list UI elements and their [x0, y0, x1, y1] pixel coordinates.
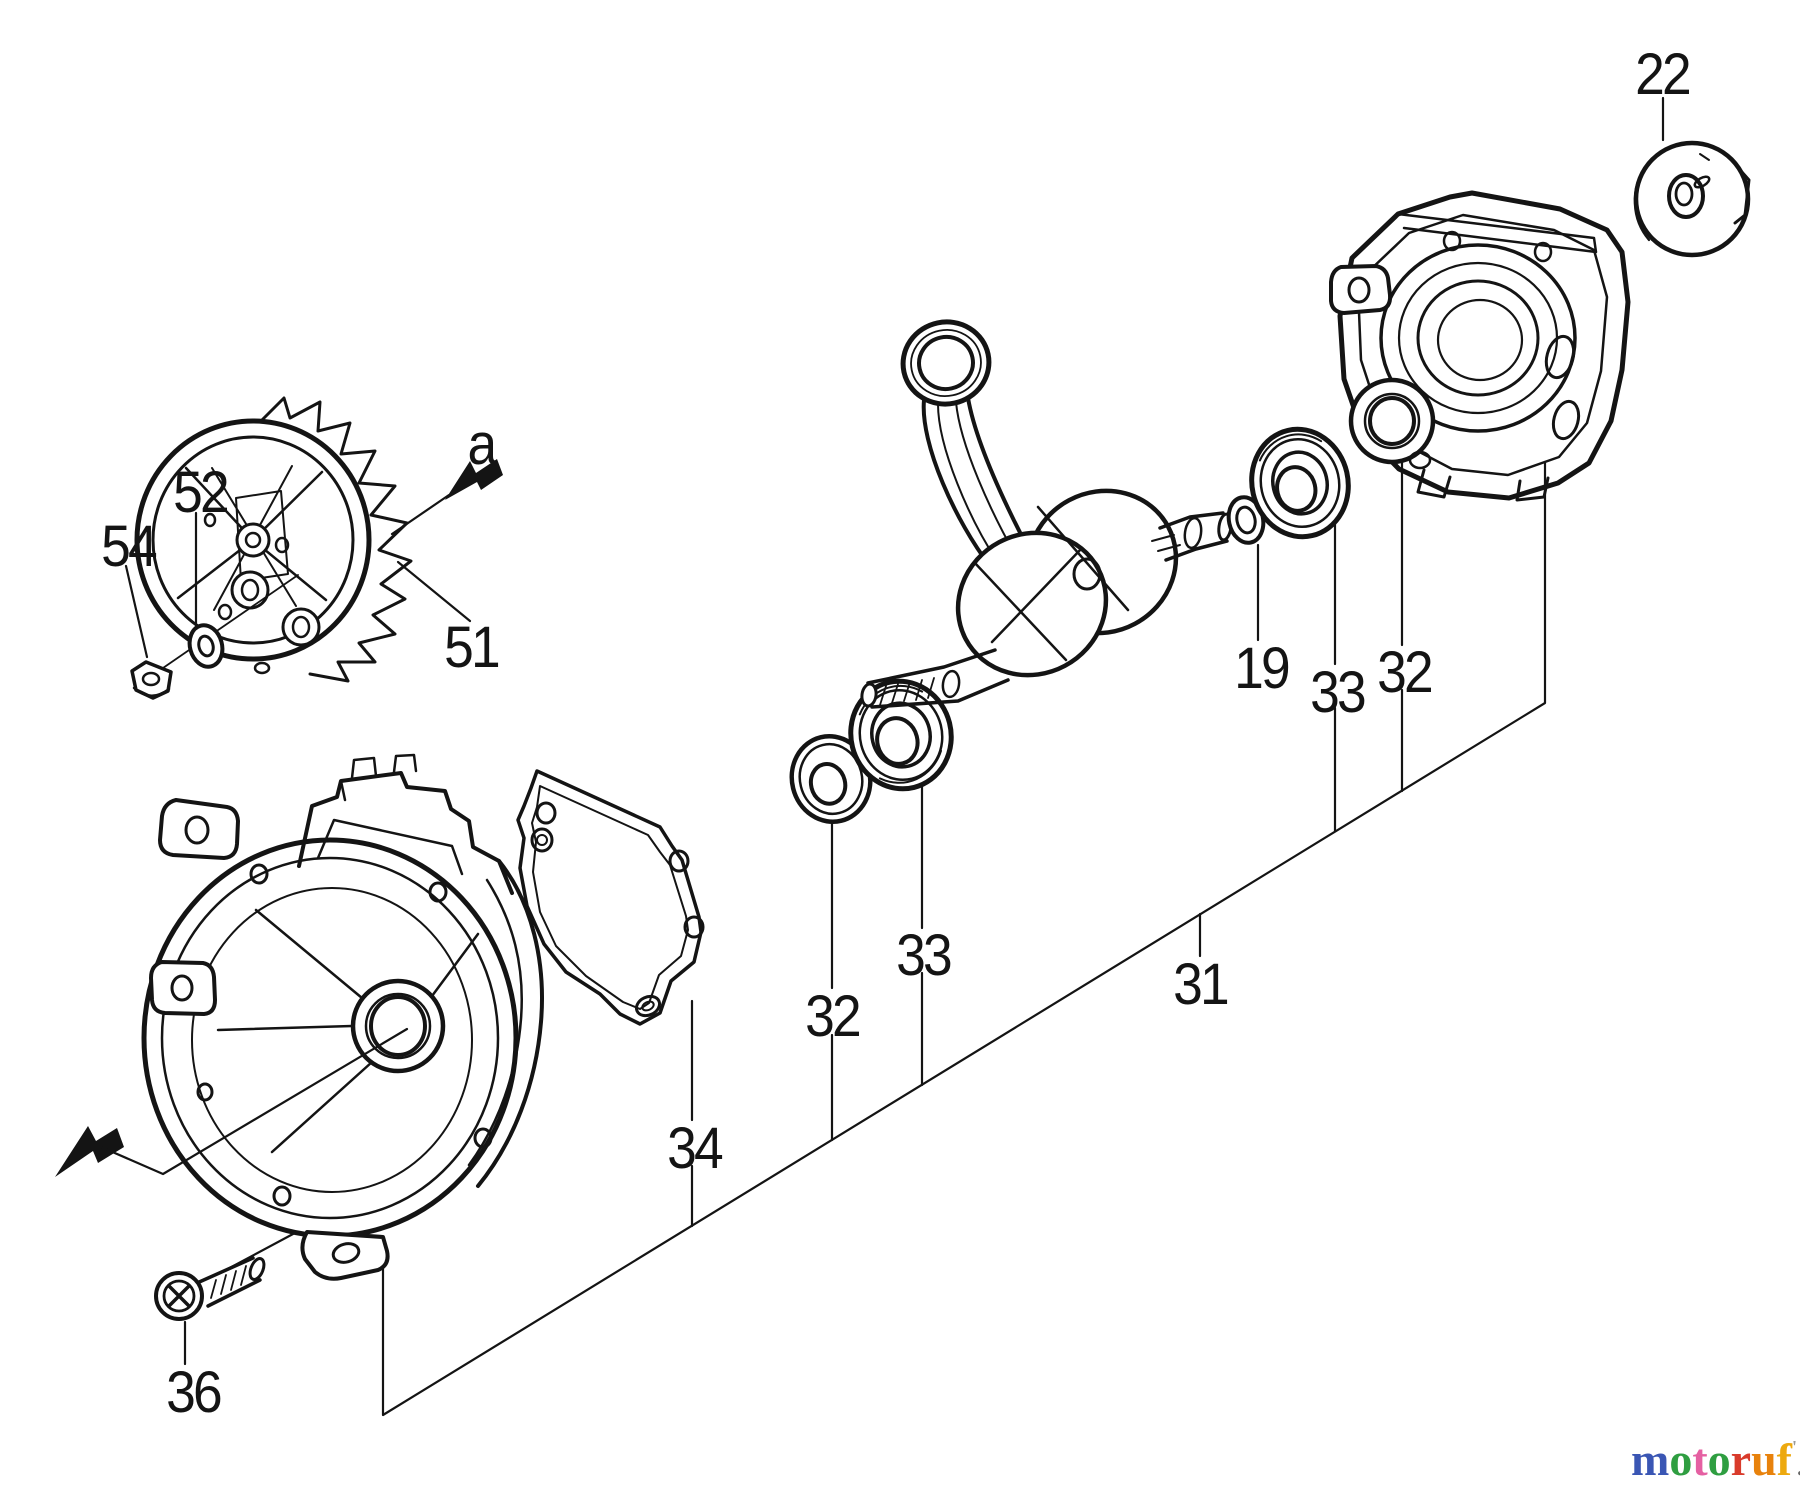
crankcase-gasket	[516, 769, 705, 1026]
view-arrow-a-icon	[445, 459, 503, 500]
callout-34: 34	[667, 1116, 724, 1181]
callout-54: 54	[101, 514, 158, 579]
ball-bearing-right	[1249, 426, 1351, 540]
left-crankcase-half	[141, 753, 544, 1281]
flywheel	[134, 396, 413, 683]
logo-letter: o	[1707, 1434, 1731, 1485]
logo-letter: u	[1751, 1434, 1777, 1485]
callout-36: 36	[166, 1360, 223, 1425]
flywheel-nut	[130, 660, 173, 700]
starter-cam	[1633, 140, 1751, 258]
callout-32-mid: 32	[805, 984, 862, 1049]
callout-33-mid: 33	[896, 923, 953, 988]
callout-view-a: a	[467, 412, 498, 477]
callout-33-right: 33	[1310, 660, 1367, 725]
callout-52: 52	[173, 460, 230, 525]
callout-32-right: 32	[1377, 640, 1434, 705]
logo-letter: f	[1776, 1434, 1792, 1485]
flange-bolt	[154, 1256, 266, 1321]
logo-letter: m	[1631, 1434, 1670, 1485]
callout-19: 19	[1234, 636, 1291, 701]
right-crankcase-half	[1329, 190, 1631, 502]
leader-lines	[99, 96, 1665, 1417]
flywheel-washer	[187, 623, 225, 669]
callout-22: 22	[1635, 42, 1692, 107]
logo-letter: o	[1669, 1434, 1693, 1485]
logo-letter: r	[1730, 1434, 1752, 1485]
callout-51: 51	[444, 615, 501, 680]
crankshaft	[860, 319, 1233, 709]
callout-31: 31	[1173, 952, 1230, 1017]
motoruf-watermark-logo: motoruf'.de	[1631, 1437, 1800, 1483]
view-arrow-left-icon	[55, 1126, 124, 1177]
logo-domain-suffix: .de	[1797, 1454, 1800, 1481]
logo-letter: t	[1692, 1434, 1708, 1485]
logo-trademark: '	[1792, 1437, 1798, 1457]
